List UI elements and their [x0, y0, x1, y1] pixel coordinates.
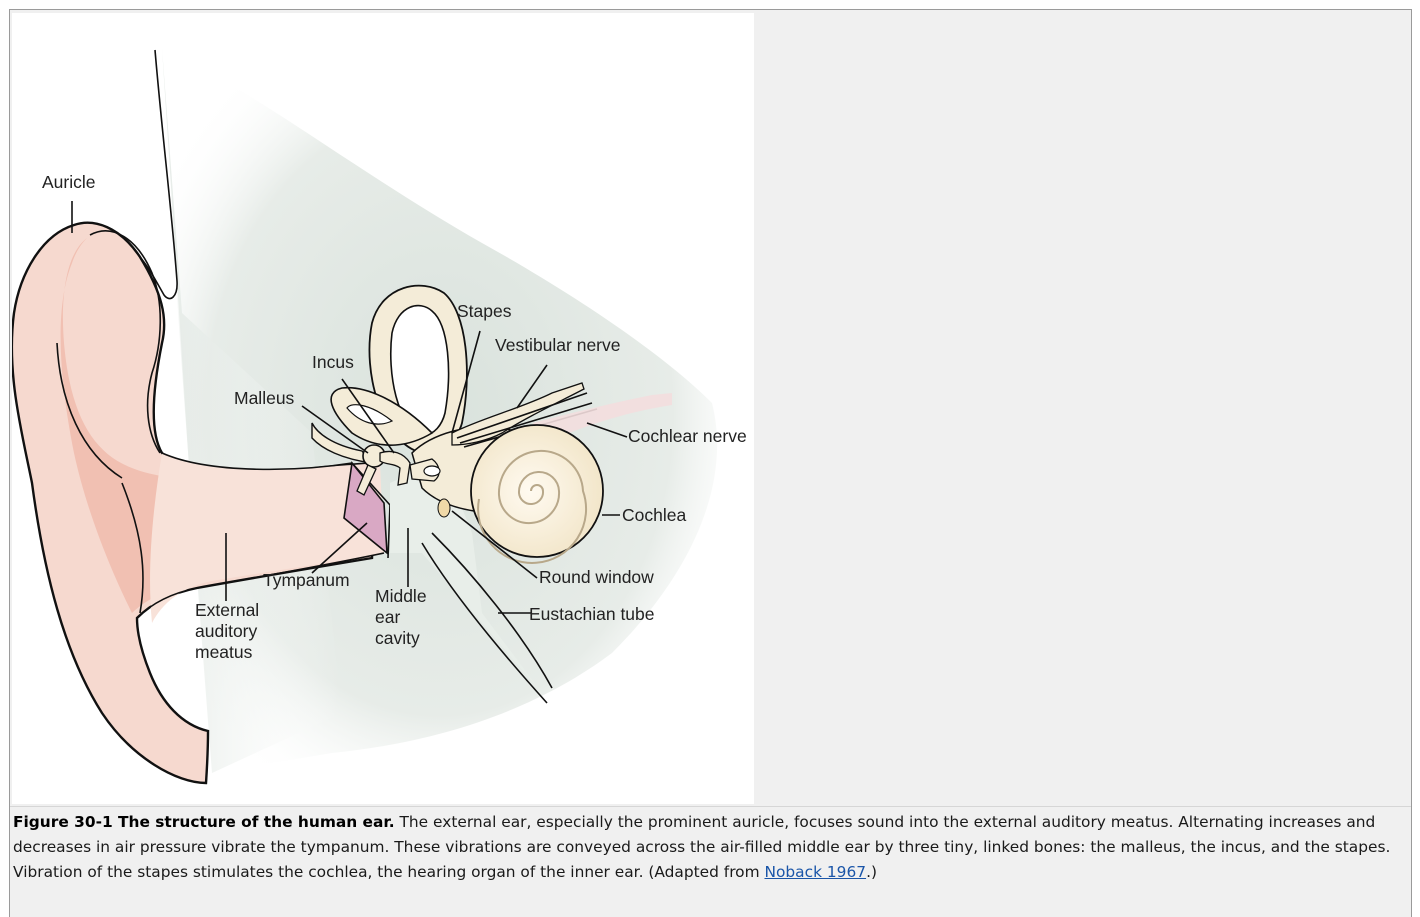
caption-title: Figure 30-1 The structure of the human e…	[13, 813, 395, 831]
caption-divider	[10, 806, 1411, 807]
label-stapes: Stapes	[457, 301, 512, 321]
reference-link[interactable]: Noback 1967	[764, 863, 866, 881]
label-external-auditory-meatus-3: meatus	[195, 642, 253, 662]
label-malleus: Malleus	[234, 388, 295, 408]
label-middle-ear-cavity-2: ear	[375, 607, 400, 627]
label-round-window: Round window	[539, 567, 654, 587]
figure-caption: Figure 30-1 The structure of the human e…	[13, 810, 1393, 885]
label-middle-ear-cavity-3: cavity	[375, 628, 420, 648]
label-middle-ear-cavity-1: Middle	[375, 586, 427, 606]
label-cochlear-nerve: Cochlear nerve	[628, 426, 747, 446]
label-auricle: Auricle	[42, 172, 96, 192]
label-external-auditory-meatus-2: auditory	[195, 621, 258, 641]
label-external-auditory-meatus-1: External	[195, 600, 259, 620]
ear-illustration: Auricle Stapes Vestibular nerve Incus Ma…	[12, 13, 754, 804]
round-window-shape	[438, 499, 450, 517]
label-cochlea: Cochlea	[622, 505, 686, 525]
oval-window	[424, 466, 440, 476]
caption-text-end: .)	[866, 863, 877, 881]
label-eustachian-tube: Eustachian tube	[529, 604, 655, 624]
ear-figure: Auricle Stapes Vestibular nerve Incus Ma…	[12, 13, 754, 804]
label-incus: Incus	[312, 352, 354, 372]
label-vestibular-nerve: Vestibular nerve	[495, 335, 621, 355]
figure-table: Auricle Stapes Vestibular nerve Incus Ma…	[9, 9, 1412, 917]
label-tympanum: Tympanum	[263, 570, 350, 590]
